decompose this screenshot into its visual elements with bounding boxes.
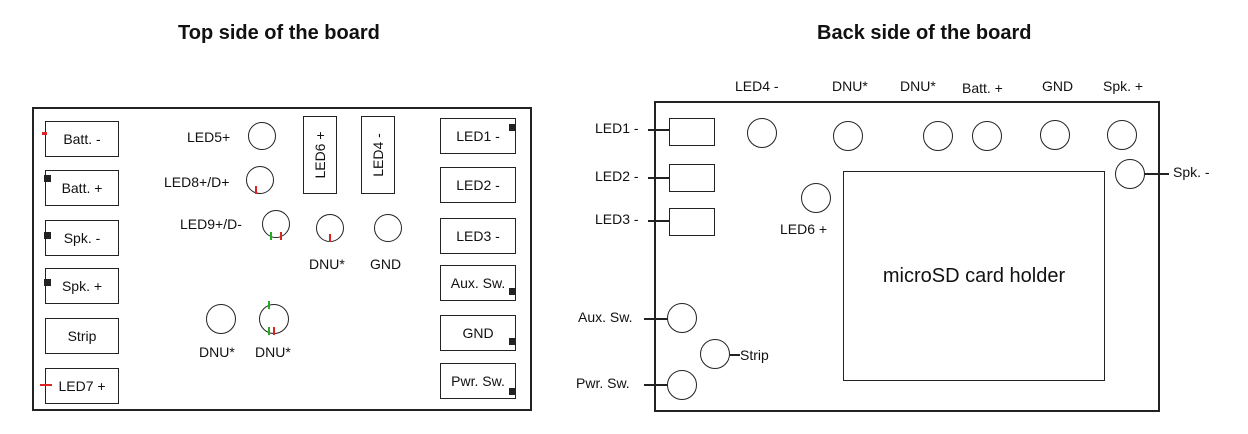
pad-led6-plus-label: LED6 + <box>312 131 328 179</box>
pad-gnd: GND <box>440 315 516 351</box>
pad-marker <box>509 388 516 395</box>
pad-marker <box>44 175 51 182</box>
label-back-dnu-a: DNU* <box>832 78 868 94</box>
label-led5-plus: LED5+ <box>187 129 231 145</box>
green-mark <box>268 327 270 335</box>
label-back-pwr-sw: Pwr. Sw. <box>576 375 630 391</box>
pad-marker <box>509 338 516 345</box>
hole-led5-plus <box>248 122 276 150</box>
red-mark <box>42 132 47 135</box>
hole-back-gnd <box>1040 120 1070 150</box>
label-back-aux-sw: Aux. Sw. <box>578 309 633 325</box>
red-mark <box>40 384 52 386</box>
hole-back-pwr-sw <box>667 370 697 400</box>
label-back-led6-plus: LED6 + <box>780 221 828 237</box>
green-mark <box>270 232 272 240</box>
label-led8: LED8+/D+ <box>164 174 230 190</box>
pad-led4-minus: LED4 - <box>361 116 395 194</box>
label-dnu-c: DNU* <box>255 344 291 360</box>
label-back-batt-plus: Batt. + <box>962 80 1003 96</box>
pad-batt-minus: Batt. - <box>45 121 119 157</box>
leader-line <box>648 129 670 131</box>
leader-line <box>648 220 670 222</box>
pad-marker <box>509 288 516 295</box>
hole-back-spk-plus <box>1107 120 1137 150</box>
pad-marker <box>44 279 51 286</box>
pad-spk-plus: Spk. + <box>45 268 119 304</box>
hole-back-dnu-a <box>833 121 863 151</box>
leader-line <box>648 177 670 179</box>
pad-batt-plus: Batt. + <box>45 170 119 206</box>
pad-back-led1-minus <box>669 118 715 146</box>
pad-strip: Strip <box>45 318 119 354</box>
pad-marker <box>44 232 51 239</box>
pad-back-led2-minus <box>669 164 715 192</box>
label-back-spk-minus: Spk. - <box>1173 164 1210 180</box>
hole-dnu-c <box>259 304 289 334</box>
red-mark <box>255 186 257 194</box>
label-dnu-b: DNU* <box>199 344 235 360</box>
hole-led8 <box>246 166 274 194</box>
hole-back-led6-plus <box>801 183 831 213</box>
hole-back-strip <box>700 339 730 369</box>
pad-pwr-sw: Pwr. Sw. <box>440 363 516 399</box>
red-mark <box>329 234 331 242</box>
leader-line <box>1145 173 1169 175</box>
hole-back-dnu-b <box>923 121 953 151</box>
top-view-title: Top side of the board <box>178 22 380 44</box>
leader-line <box>644 318 668 320</box>
green-mark <box>268 301 270 309</box>
pad-led6-plus: LED6 + <box>303 116 337 194</box>
hole-back-led4-minus <box>747 118 777 148</box>
hole-back-batt-plus <box>972 121 1002 151</box>
red-mark <box>273 327 275 335</box>
microsd-card-holder-label: microSD card holder <box>882 264 1066 287</box>
pad-back-led3-minus <box>669 208 715 236</box>
hole-led9 <box>262 210 290 238</box>
label-back-led3-minus: LED3 - <box>595 211 639 227</box>
pad-marker <box>509 124 516 131</box>
label-dnu-a: DNU* <box>309 256 345 272</box>
hole-back-aux-sw <box>667 303 697 333</box>
label-back-dnu-b: DNU* <box>900 78 936 94</box>
hole-back-spk-minus <box>1115 159 1145 189</box>
back-board-outline <box>654 101 1160 412</box>
label-back-spk-plus: Spk. + <box>1103 78 1144 94</box>
hole-gnd <box>374 214 402 242</box>
label-led9: LED9+/D- <box>180 216 242 232</box>
label-back-strip: Strip <box>740 347 769 363</box>
pad-led1-minus: LED1 - <box>440 118 516 154</box>
label-back-gnd: GND <box>1042 78 1074 94</box>
label-back-led2-minus: LED2 - <box>595 168 639 184</box>
pad-spk-minus: Spk. - <box>45 220 119 256</box>
pad-led7-plus: LED7 + <box>45 368 119 404</box>
back-view-title: Back side of the board <box>817 22 1032 44</box>
red-mark <box>280 232 282 240</box>
pad-aux-sw: Aux. Sw. <box>440 265 516 301</box>
microsd-card-holder: microSD card holder <box>843 171 1105 381</box>
pad-led4-minus-label: LED4 - <box>370 133 386 177</box>
pad-led2-minus: LED2 - <box>440 167 516 203</box>
label-back-led1-minus: LED1 - <box>595 120 639 136</box>
leader-line <box>730 354 740 356</box>
top-board-outline <box>32 107 532 411</box>
label-gnd: GND <box>370 256 402 272</box>
leader-line <box>644 384 668 386</box>
pad-led3-minus: LED3 - <box>440 218 516 254</box>
label-back-led4-minus: LED4 - <box>735 78 779 94</box>
hole-dnu-b <box>206 304 236 334</box>
